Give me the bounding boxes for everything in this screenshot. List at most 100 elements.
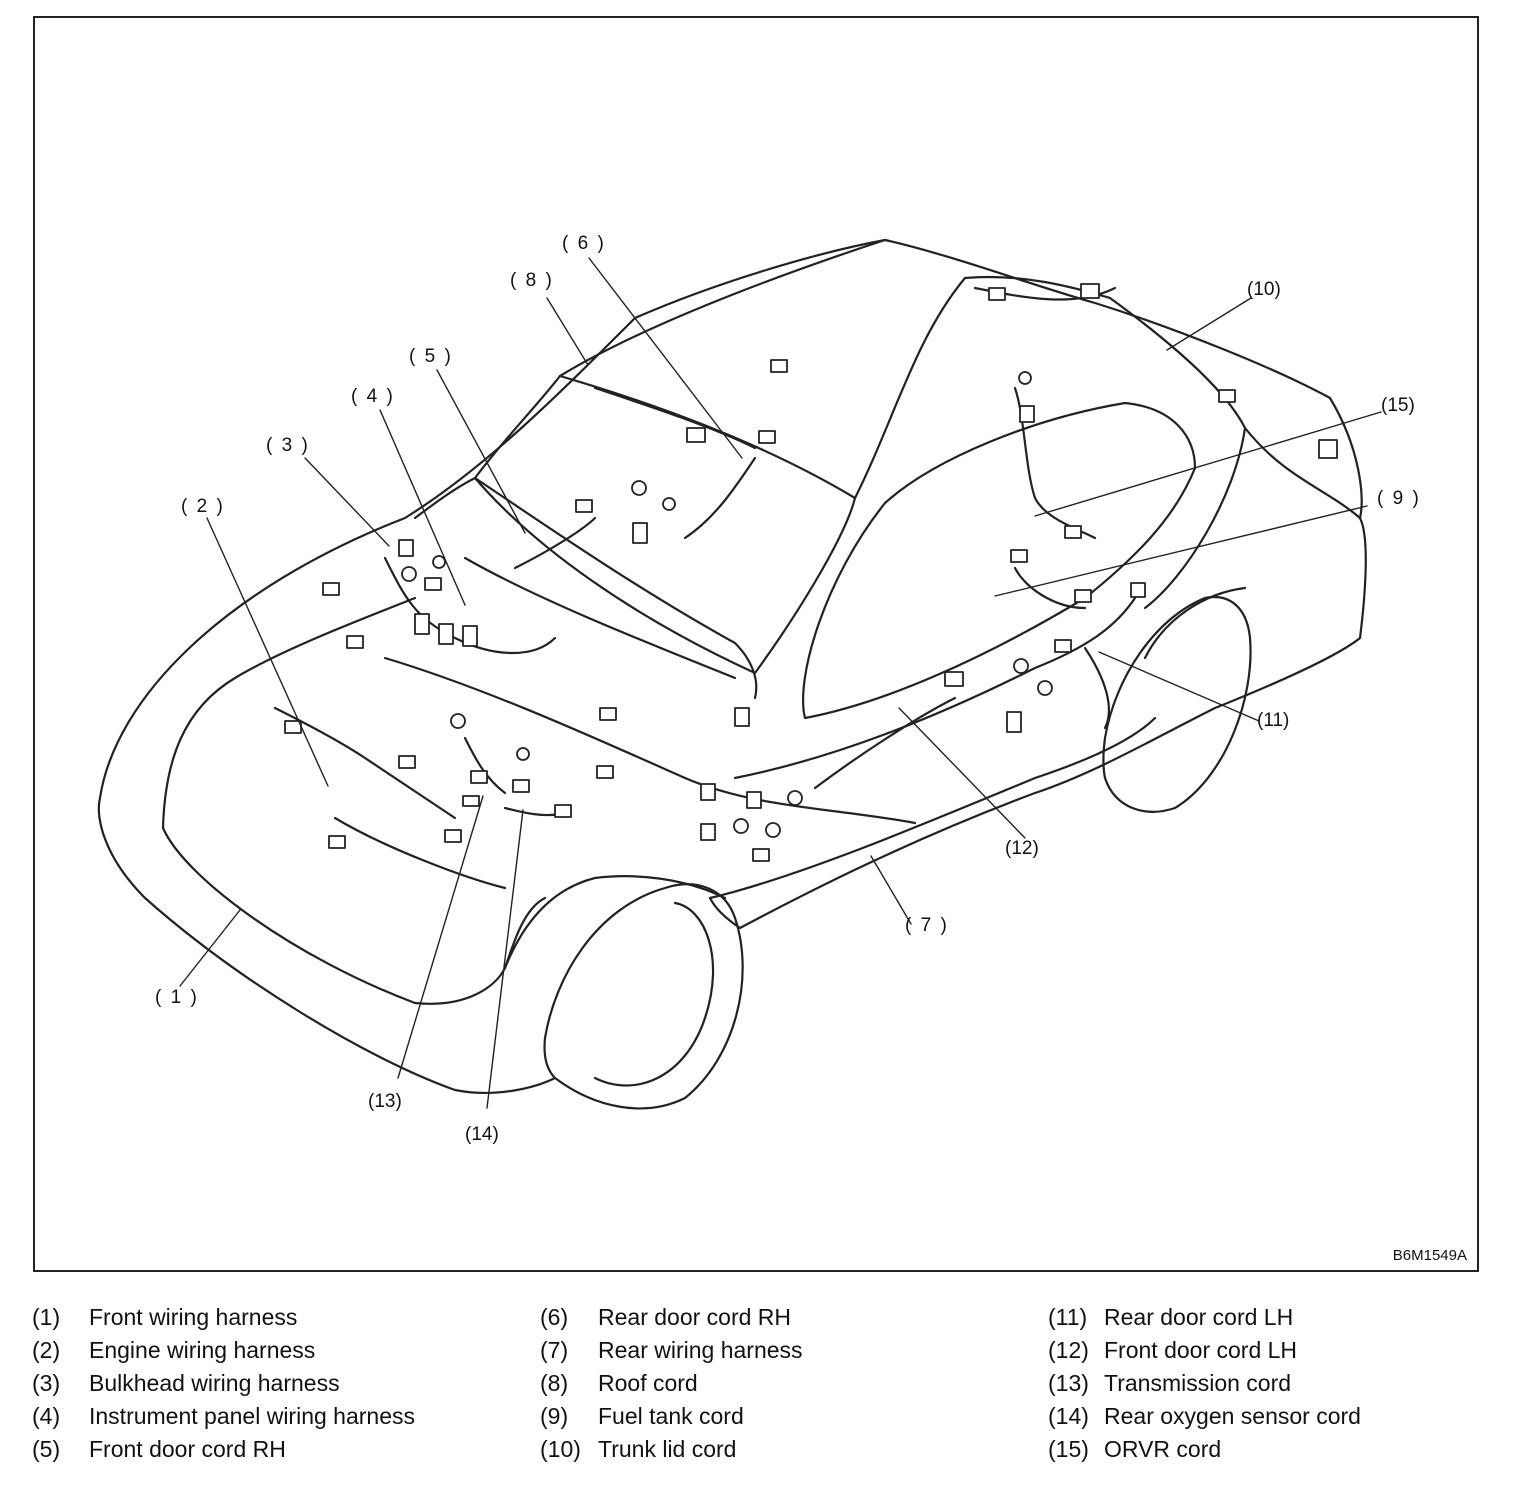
legend-number: (13) [1048,1370,1089,1396]
connector [686,427,706,443]
car-wiring-drawing [97,238,1382,1110]
grommets [401,371,1053,838]
connector [554,804,572,818]
connectors [284,283,1338,862]
harness-ip [463,556,737,680]
connector [734,707,750,727]
leader-line [179,909,241,987]
roof-line [558,238,1112,500]
connector [596,765,614,779]
connector [700,783,716,801]
legend-number: (11) [1048,1304,1088,1330]
legend-number: (3) [32,1370,61,1396]
connector [470,770,488,784]
front-wheel-inner [593,901,715,1087]
connector [346,635,364,649]
callout-7: ( 7 ) [905,915,949,936]
harness-trans [463,736,507,795]
callout-2: ( 2 ) [181,496,225,517]
legend-label: Rear door cord LH [1104,1304,1294,1330]
front-wheel-arch [503,875,727,970]
figure-id-code: B6M1549A [1392,1247,1467,1264]
leader-line [1098,651,1260,722]
windshield [473,374,857,675]
connector [758,430,776,444]
leader-line [379,409,466,606]
harness-front-door-lh [813,696,957,790]
connector [1074,589,1092,603]
grommet [787,790,803,806]
leader-line [898,707,1026,839]
legend-label: Rear door cord RH [598,1304,792,1330]
connector [438,623,454,645]
legend-number: (4) [32,1403,61,1429]
legend-number: (14) [1048,1403,1089,1429]
harness-front [333,816,507,890]
connector [1080,283,1100,299]
legend-number: (7) [540,1337,569,1363]
connector [398,755,416,769]
connector [944,671,964,687]
connector [599,707,617,721]
connector [1006,711,1022,733]
connector [575,499,593,513]
rear-window [802,401,1197,720]
leader-line [397,795,484,1079]
harness-rear [733,596,1137,780]
leader-line [304,457,390,547]
callout-9: ( 9 ) [1377,488,1421,509]
connector [462,795,480,807]
legend-label: ORVR cord [1104,1436,1222,1462]
front-bumper [161,596,547,1005]
connector [1064,525,1082,539]
connector [700,823,716,841]
connector [1318,439,1338,459]
connector [1218,389,1236,403]
rear-wheel-arch [1143,586,1247,660]
legend-number: (1) [32,1304,61,1330]
leader-line [870,855,912,925]
legend-label: Trunk lid cord [598,1436,737,1462]
connector [1010,549,1028,563]
harness-main [383,656,917,825]
grommet [765,822,781,838]
leader-line [486,809,524,1109]
leader-line [206,517,329,787]
callout-10: (10) [1247,279,1281,300]
legend-label: Bulkhead wiring harness [89,1370,340,1396]
legend-number: (15) [1048,1436,1089,1462]
connector [1019,405,1035,423]
connector [770,359,788,373]
wiring-diagram-figure: ( 1 ) ( 2 ) ( 3 ) ( 4 ) ( 5 ) ( 6 ) ( 7 … [33,16,1479,1272]
connector [444,829,462,843]
leader-line [546,297,589,366]
connector [414,613,430,635]
connector [512,779,530,793]
legend-label: Engine wiring harness [89,1337,316,1363]
callout-3: ( 3 ) [266,435,310,456]
grommet [1037,680,1053,696]
callout-4: ( 4 ) [351,386,395,407]
connector [424,577,442,591]
legend: (1)Front wiring harness (2)Engine wiring… [30,1304,1500,1484]
connector [284,720,302,734]
connector [746,791,762,809]
harness-rear-door-rh [683,456,757,540]
leader-line [1034,411,1382,517]
harness-bulkhead [383,556,557,654]
grommet [631,480,647,496]
callout-6: ( 6 ) [562,233,606,254]
side-skirt [708,716,1157,900]
connector [322,582,340,596]
legend-label: Fuel tank cord [598,1403,744,1429]
connector [462,625,478,647]
connector [328,835,346,849]
legend-label: Roof cord [598,1370,698,1396]
grommet [662,497,676,511]
grommet [401,566,417,582]
grommet [432,555,446,569]
harness-door-rh [513,516,597,570]
callout-11: (11) [1257,710,1290,731]
callout-13: (13) [368,1091,402,1112]
connector [398,539,414,557]
